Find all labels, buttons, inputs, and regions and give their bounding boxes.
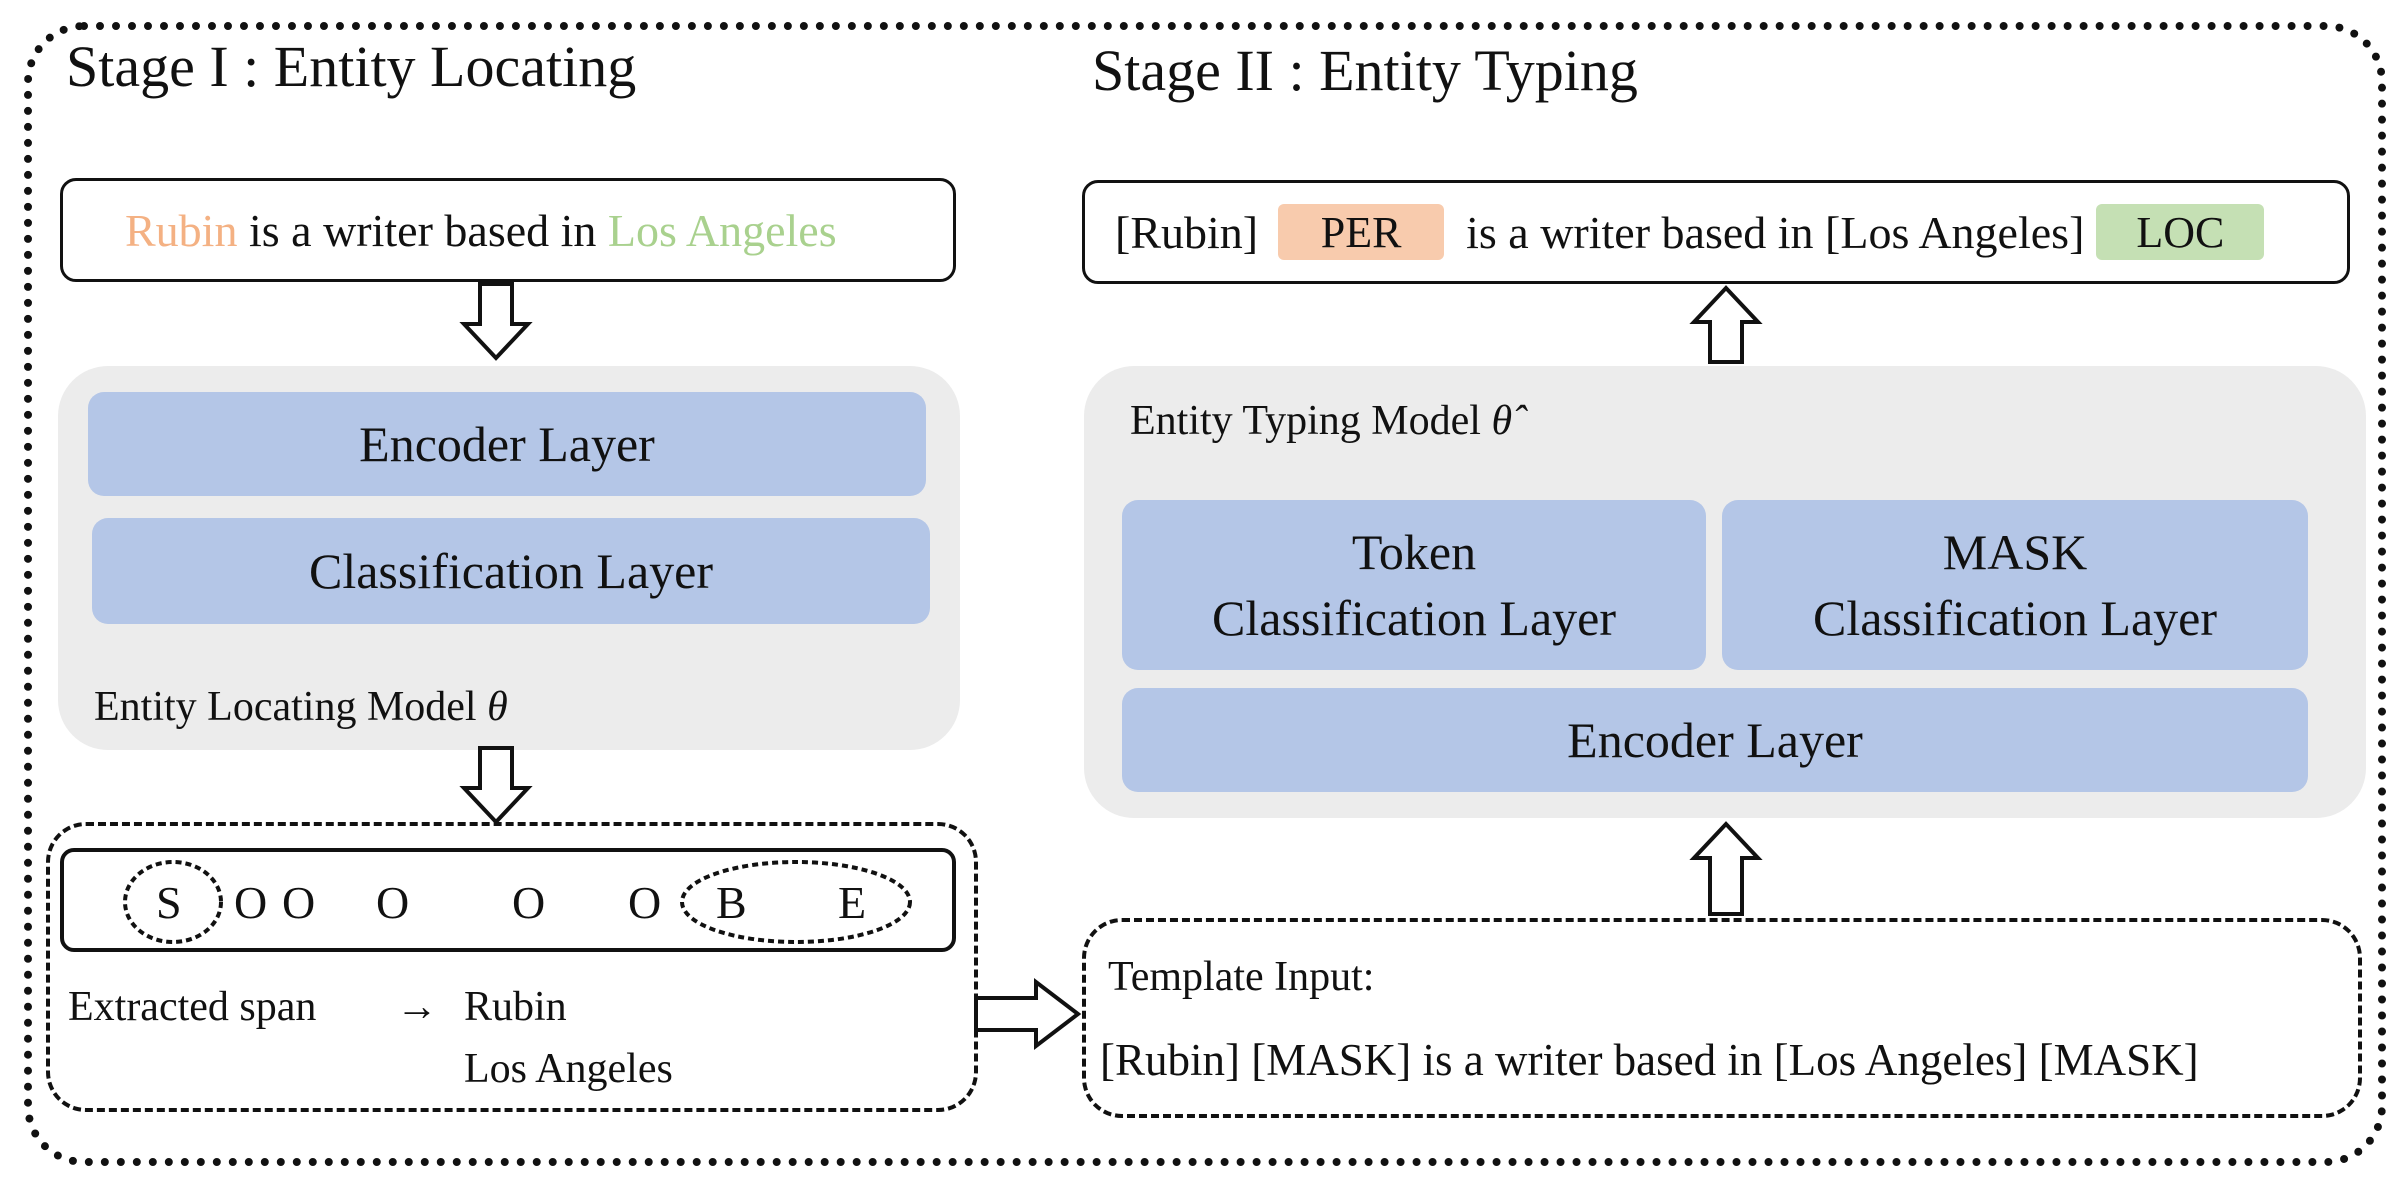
- output-middle: is a writer based in [Los Angeles]: [1466, 206, 2085, 258]
- entity-span-ellipse-icon: [123, 860, 223, 944]
- stage1-title: Stage I : Entity Locating: [66, 34, 637, 99]
- tag-o: O: [376, 877, 410, 928]
- tag-o: O: [234, 877, 268, 928]
- template-input-label: Template Input:: [1108, 954, 1375, 1000]
- tag-b: B: [716, 877, 747, 928]
- sentence-middle: is a writer based in: [248, 204, 597, 256]
- classification-layer: Classification Layer: [92, 518, 930, 624]
- tag-o: O: [512, 877, 546, 928]
- up-arrow-icon: [1689, 821, 1763, 916]
- stage2-title: Stage II : Entity Typing: [1092, 38, 1638, 103]
- right-arrow-icon: [974, 977, 1082, 1051]
- tag-e: E: [838, 877, 867, 928]
- token-classification-layer: Token Classification Layer: [1122, 500, 1706, 670]
- locating-output-box: [46, 822, 978, 1112]
- tag-o: O: [628, 877, 662, 928]
- template-input-box: [1082, 918, 2362, 1118]
- span-los-angeles: Los Angeles: [464, 1046, 673, 1092]
- extracted-span-text: Extracted span: [68, 984, 317, 1030]
- diagram-frame: [24, 22, 2386, 1166]
- entity-typing-model-label: Entity Typing Model θ̂: [1130, 400, 1512, 442]
- down-arrow-icon: [459, 282, 533, 361]
- down-arrow-icon: [459, 746, 533, 825]
- up-arrow-icon: [1689, 285, 1763, 364]
- template-input-text: [Rubin] [MASK] is a writer based in [Los…: [1100, 1035, 2199, 1085]
- input-sentence: Rubin is a writer based in Los Angeles: [60, 178, 956, 282]
- model-label-text: Entity Typing Model: [1130, 398, 1481, 444]
- entity-locating-model-label: Entity Locating Model θ: [94, 686, 508, 728]
- extracted-span-label: Extracted span: [68, 986, 316, 1028]
- typing-encoder-layer: Encoder Layer: [1122, 688, 2308, 792]
- theta-symbol: θ: [487, 684, 508, 730]
- output-sentence: [Rubin] PER is a writer based in [Los An…: [1082, 180, 2350, 284]
- tag-sequence-box: [60, 848, 956, 952]
- tag-o: O: [282, 877, 316, 928]
- model-label-text: Entity Locating Model: [94, 684, 477, 730]
- tag-s: S: [156, 877, 182, 928]
- entity-span-ellipse-icon: [680, 860, 912, 944]
- mask-classification-layer: MASK Classification Layer: [1722, 500, 2308, 670]
- loc-tag: LOC: [2096, 204, 2265, 260]
- per-tag: PER: [1278, 204, 1445, 260]
- entity-los-angeles: Los Angeles: [607, 204, 837, 256]
- output-rubin: [Rubin]: [1115, 206, 1259, 258]
- entity-rubin: Rubin: [125, 204, 238, 256]
- theta-hat-symbol: θ̂: [1491, 398, 1513, 444]
- right-arrow-icon: →: [396, 984, 438, 1030]
- encoder-layer: Encoder Layer: [88, 392, 926, 496]
- span-rubin: Rubin: [464, 984, 567, 1030]
